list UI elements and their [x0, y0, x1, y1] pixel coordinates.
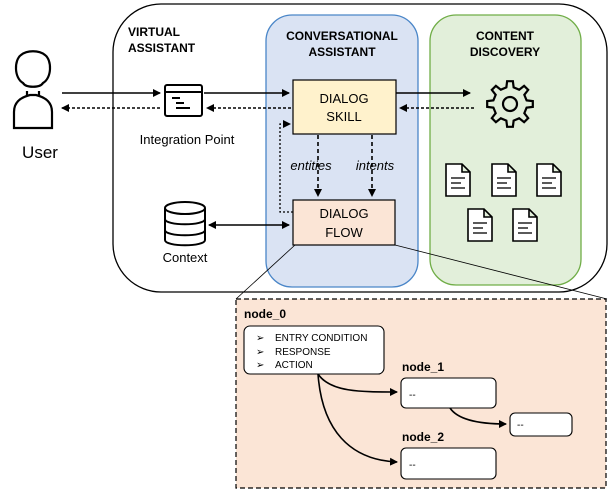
document-icons — [445, 163, 562, 242]
database-icon — [164, 201, 206, 247]
node-0-item-entry-condition: ENTRY CONDITION — [275, 333, 367, 344]
document-icon — [491, 163, 517, 197]
gear-icon — [486, 80, 534, 128]
user-icon — [12, 50, 54, 130]
node-0-item-response: RESPONSE — [275, 347, 331, 358]
conversational-assistant-title-line2: ASSISTANT — [308, 45, 376, 59]
node-0-box — [243, 325, 385, 375]
document-icon — [445, 163, 471, 197]
content-discovery-title-line2: DISCOVERY — [470, 45, 540, 59]
dialog-skill-label-line2: SKILL — [326, 109, 361, 124]
node-2-content: -- — [409, 460, 416, 471]
node-1-content: -- — [409, 390, 416, 401]
node-2-title: node_2 — [402, 430, 444, 444]
node-0-to-node-1-arrow — [317, 373, 398, 396]
user-label: User — [22, 143, 58, 162]
node-0-to-node-2-arrow — [317, 373, 398, 466]
document-icon — [536, 163, 562, 197]
node-0-title: node_0 — [244, 307, 286, 321]
zoom-line-right — [394, 244, 608, 300]
node-1-child-box — [509, 412, 573, 437]
entities-label: entities — [290, 158, 332, 173]
intents-label: intents — [356, 158, 395, 173]
dialog-skill-label-line1: DIALOG — [319, 91, 368, 106]
node-1-title: node_1 — [402, 360, 444, 374]
dialog-flow-label-line1: DIALOG — [319, 206, 368, 221]
node-2-box — [400, 447, 497, 480]
terminal-window-icon — [164, 84, 203, 117]
node-0-bullet-1: ➢ — [256, 333, 264, 344]
dialog-skill-box — [292, 79, 397, 135]
dialog-flow-label-line2: FLOW — [325, 225, 363, 240]
content-discovery-title-line1: CONTENT — [476, 29, 535, 43]
virtual-assistant-title-line1: VIRTUAL — [128, 25, 180, 39]
node-0-bullet-3: ➢ — [256, 360, 264, 371]
document-icon — [467, 208, 493, 242]
node-0-bullet-2: ➢ — [256, 347, 264, 358]
dialog-flow-box — [292, 199, 396, 246]
node-0-item-action: ACTION — [275, 360, 313, 371]
virtual-assistant-title-line2: ASSISTANT — [128, 41, 196, 55]
flow-to-skill-feedback-arrow — [279, 120, 293, 213]
node-1-child-content: -- — [517, 420, 524, 431]
node-1-to-child-arrow — [449, 407, 507, 428]
node-1-box — [400, 377, 497, 409]
conversational-assistant-title-line1: CONVERSATIONAL — [286, 29, 398, 43]
context-label: Context — [163, 250, 208, 265]
integration-point-label: Integration Point — [140, 132, 235, 147]
document-icon — [512, 208, 538, 242]
zoom-line-left — [235, 244, 296, 300]
